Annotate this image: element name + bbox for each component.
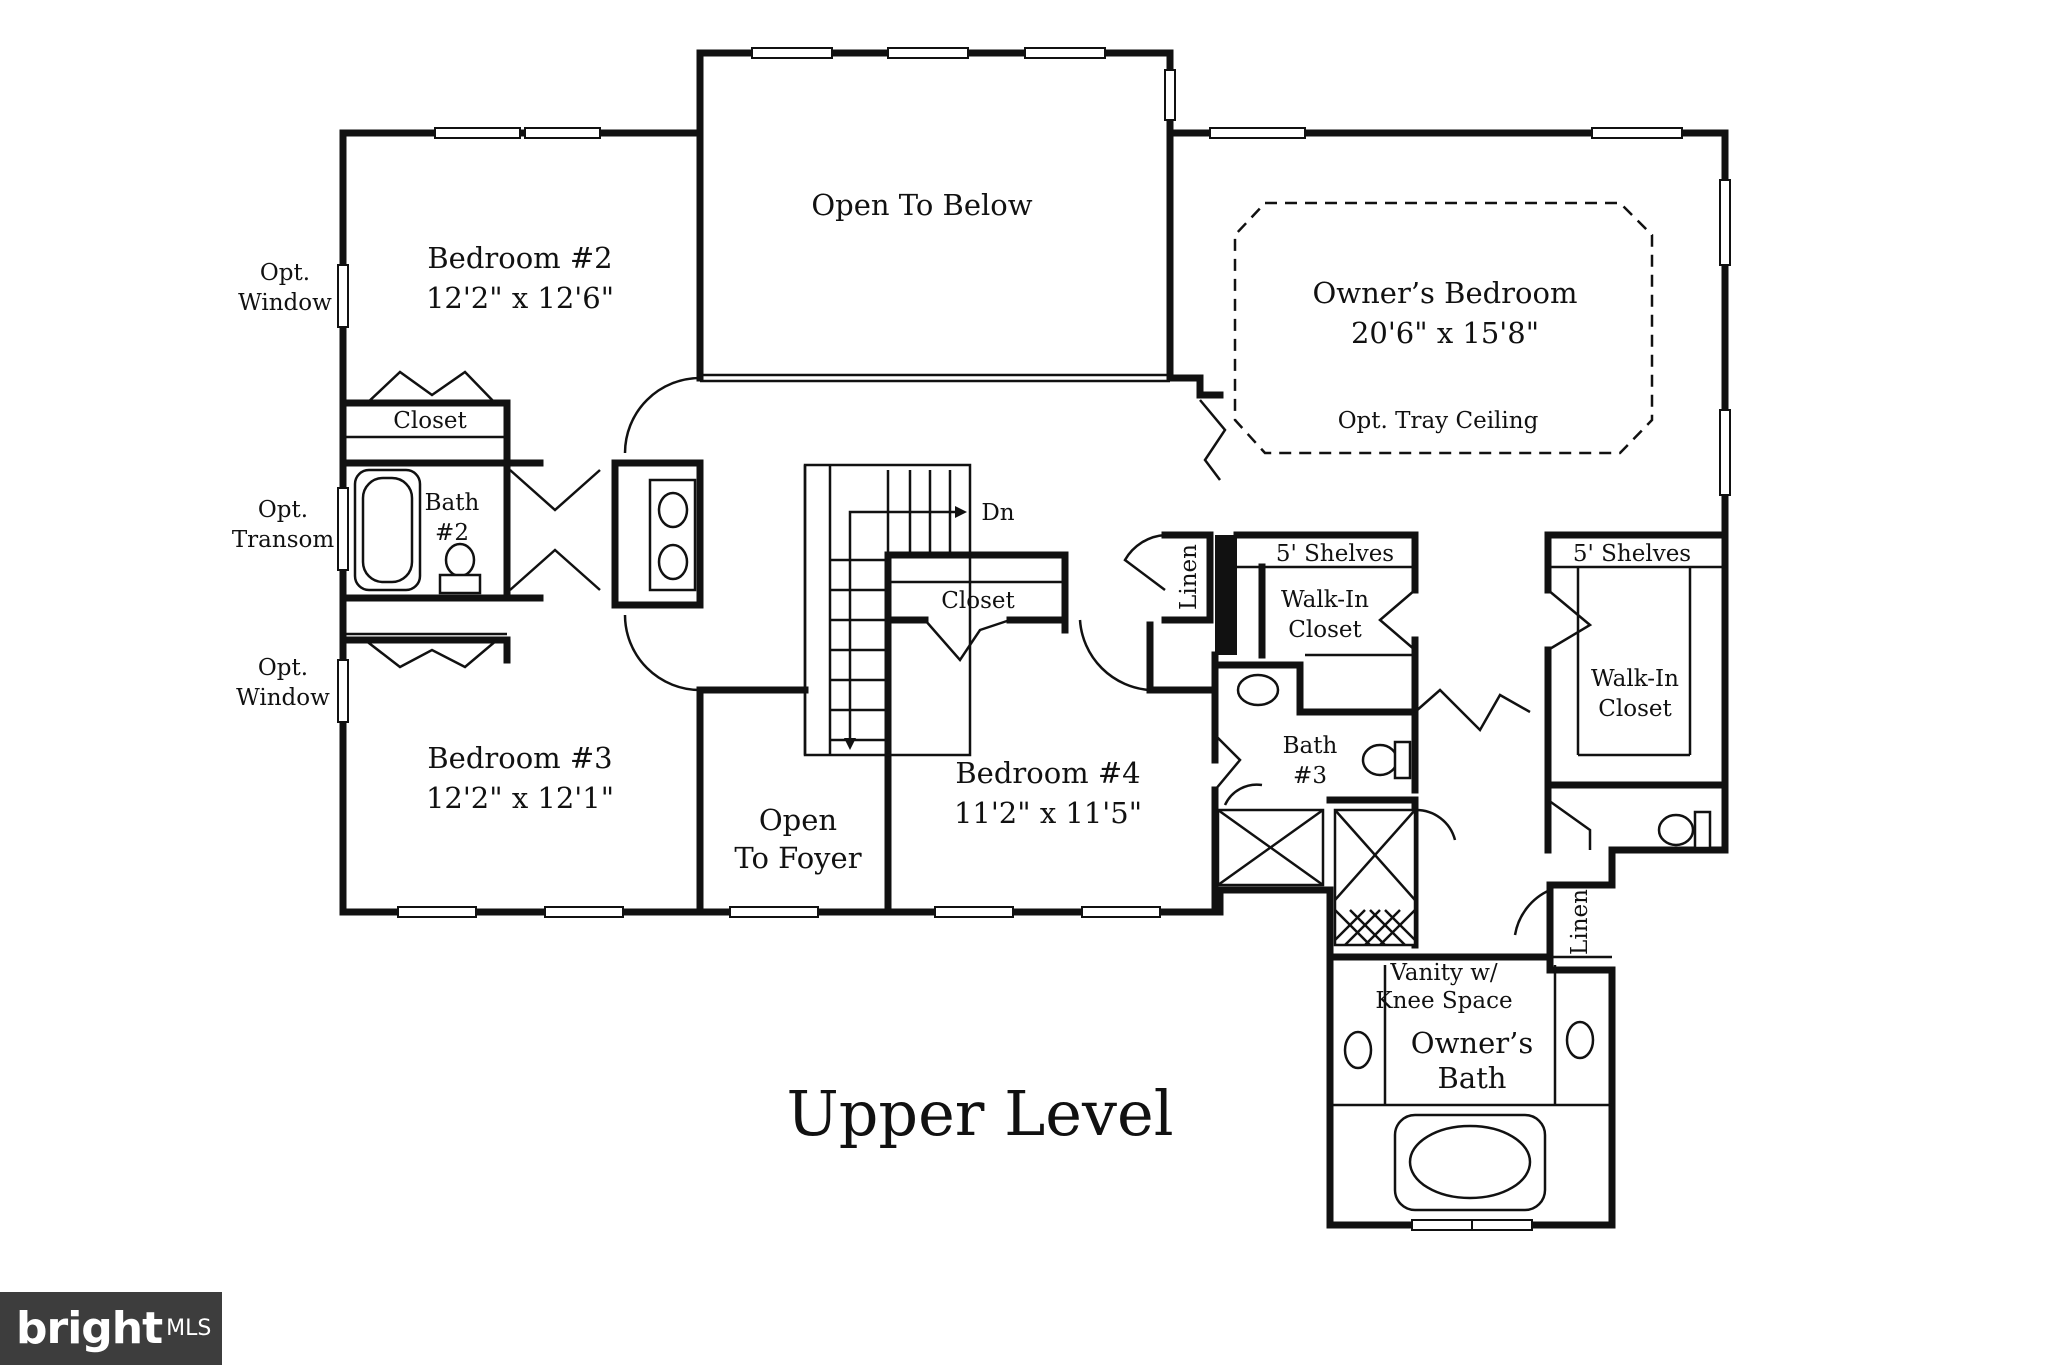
walkin1-line2: Closet — [1288, 617, 1362, 643]
open-foyer-line2: To Foyer — [734, 841, 861, 875]
bath3-label: Bath — [1283, 733, 1338, 759]
vanity-line2: Knee Space — [1375, 988, 1512, 1014]
owners-bedroom-name: Owner’s Bedroom — [1313, 276, 1578, 310]
bedroom4-size: 11'2" x 11'5" — [954, 796, 1142, 830]
brand-name: bright — [16, 1303, 163, 1354]
owners-bedroom-size: 20'6" x 15'8" — [1351, 316, 1539, 350]
linen2-label: Linen — [1567, 889, 1593, 955]
fixtures — [353, 468, 1712, 1212]
opt-window-bottom-line1: Opt. — [258, 655, 308, 681]
bedroom3-name: Bedroom #3 — [427, 741, 612, 775]
bedroom4-name: Bedroom #4 — [955, 756, 1140, 790]
walkin2-line1: Walk-In — [1591, 666, 1679, 692]
bath3-number: #3 — [1293, 763, 1327, 789]
room-labels: Bedroom #2 12'2" x 12'6" Open To Below O… — [393, 188, 1691, 1095]
tray-ceiling-label: Opt. Tray Ceiling — [1338, 408, 1539, 434]
opt-window-top-line2: Window — [238, 290, 332, 316]
closet-b4-label: Closet — [941, 588, 1015, 614]
exterior-walls — [339, 49, 1729, 1229]
brand-suffix: MLS — [166, 1316, 212, 1341]
walkin2-line2: Closet — [1598, 696, 1672, 722]
opt-transom-line2: Transom — [232, 527, 335, 553]
bedroom2-name: Bedroom #2 — [427, 241, 612, 275]
windows — [337, 47, 1731, 1231]
shelves2-label: 5' Shelves — [1573, 541, 1691, 567]
brand-watermark: bright MLS — [0, 1292, 222, 1365]
opt-window-top-line1: Opt. — [260, 260, 310, 286]
owners-bath-line2: Bath — [1438, 1061, 1507, 1095]
bath2-label: Bath — [425, 490, 480, 516]
walkin1-line1: Walk-In — [1281, 587, 1369, 613]
stairs-down-label: Dn — [981, 500, 1014, 526]
bedroom3-size: 12'2" x 12'1" — [426, 781, 614, 815]
opt-transom-line1: Opt. — [258, 497, 308, 523]
owners-bath-line1: Owner’s — [1411, 1026, 1533, 1060]
vanity-line1: Vanity w/ — [1389, 960, 1498, 986]
tray-ceiling-outline — [1233, 201, 1654, 455]
linen1-label: Linen — [1176, 544, 1202, 610]
shelves1-label: 5' Shelves — [1276, 541, 1394, 567]
option-labels: Opt. Window Opt. Transom Opt. Window — [232, 260, 335, 711]
bedroom2-size: 12'2" x 12'6" — [426, 281, 614, 315]
closet-b2-label: Closet — [393, 408, 467, 434]
open-foyer-line1: Open — [759, 803, 837, 837]
opt-window-bottom-line2: Window — [236, 685, 330, 711]
stairs — [803, 463, 972, 757]
plan-title: Upper Level — [786, 1077, 1173, 1150]
bath2-number: #2 — [435, 520, 469, 546]
open-to-below-label: Open To Below — [811, 188, 1032, 222]
